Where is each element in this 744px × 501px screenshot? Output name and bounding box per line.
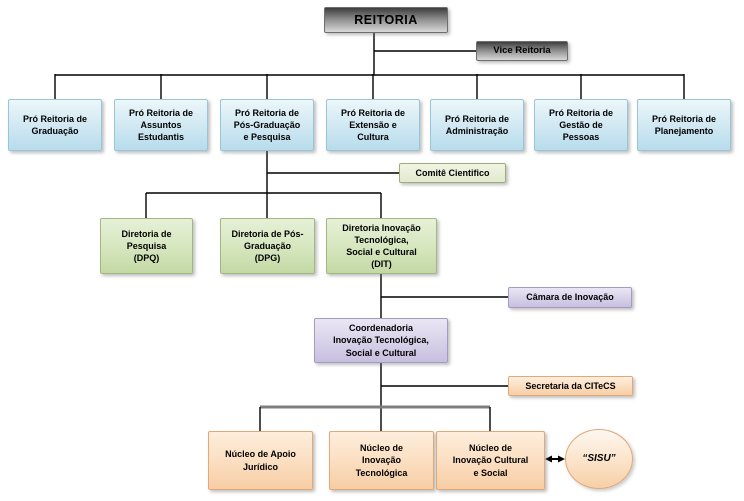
node-reitoria: REITORIA: [324, 7, 448, 33]
node-pro-reitoria-gestao-pessoas: Pró Reitoria de Gestão de Pessoas: [534, 99, 628, 151]
node-nucleo-inovacao-tecnologica: Núcleo de Inovação Tecnológica: [329, 431, 434, 490]
node-nucleo-inovacao-cultural-social: Núcleo de Inovação Cultural e Social: [436, 431, 545, 490]
node-pro-reitoria-extensao-cultura: Pró Reitoria de Extensão e Cultura: [326, 99, 420, 151]
node-pro-reitoria-assuntos-estudantis: Pró Reitoria de Assuntos Estudantis: [114, 99, 208, 151]
node-pro-reitoria-administracao: Pró Reitoria de Administração: [430, 99, 524, 151]
node-pro-reitoria-planejamento: Pró Reitoria de Planejamento: [637, 99, 731, 151]
node-comite-cientifico: Comitê Cientifico: [399, 163, 506, 183]
node-camara-inovacao: Câmara de Inovação: [508, 287, 632, 308]
node-pro-reitoria-graduacao: Pró Reitoria de Graduação: [8, 99, 102, 151]
node-pro-reitoria-pos-graduacao-pesquisa: Pró Reitoria de Pós-Graduação e Pesquisa: [220, 99, 314, 151]
node-secretaria-citecs: Secretaria da CITeCS: [508, 376, 633, 396]
node-coordenadoria-citecs: Coordenadoria Inovação Tecnológica, Soci…: [314, 318, 448, 363]
node-diretoria-pos-graduacao-dpg: Diretoria de Pós- Graduação (DPG): [220, 218, 315, 274]
node-vice-reitoria: Vice Reitoria: [476, 41, 568, 61]
node-sisu: “SISU”: [565, 429, 633, 489]
node-nucleo-apoio-juridico: Núcleo de Apoio Jurídico: [208, 431, 313, 490]
node-diretoria-pesquisa-dpq: Diretoria de Pesquisa (DPQ): [100, 218, 193, 274]
node-diretoria-inovacao-dit: Diretoria Inovação Tecnológica, Social e…: [326, 218, 437, 274]
